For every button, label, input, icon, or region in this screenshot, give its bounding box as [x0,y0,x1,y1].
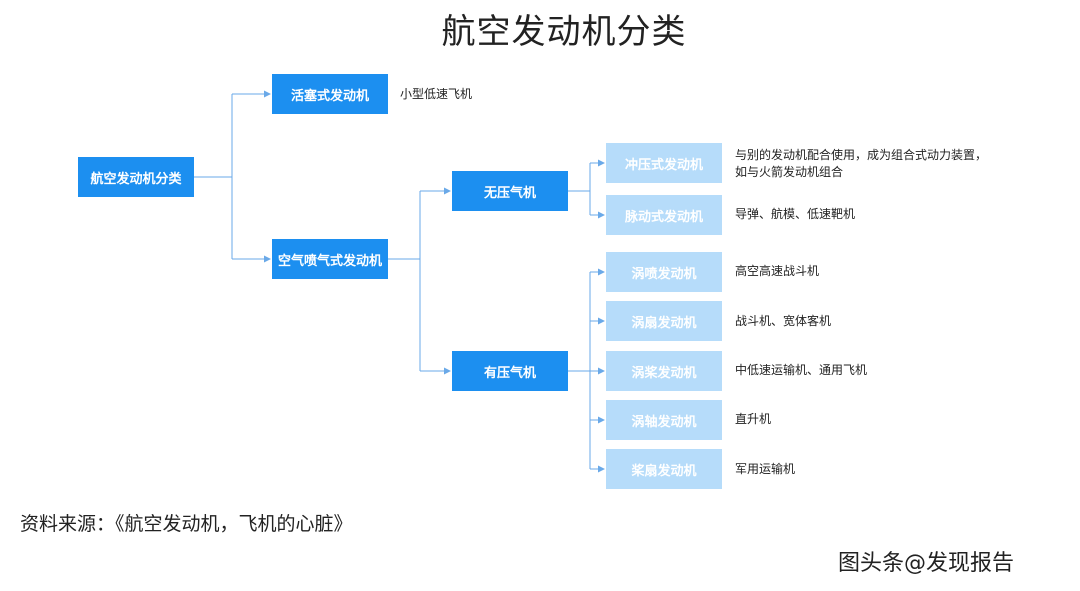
node-turbojet: 涡喷发动机 [606,252,722,292]
note-pulsejet: 导弹、航模、低速靶机 [735,207,856,221]
node-propfan: 桨扇发动机 [606,449,722,489]
note-piston-engine: 小型低速飞机 [400,87,473,101]
watermark: 图头条@发现报告 [838,551,1015,576]
source-citation: 资料来源：《航空发动机，飞机的心脏》 [20,513,353,535]
node-compressor: 有压气机 [452,351,568,391]
note-turbofan: 战斗机、宽体客机 [735,314,832,328]
note-ramjet-line1: 与别的发动机配合使用，成为组合式动力装置， [735,148,988,162]
note-propfan: 军用运输机 [735,462,796,476]
node-ramjet: 冲压式发动机 [606,143,722,183]
node-pulsejet: 脉动式发动机 [606,195,722,235]
node-turboprop: 涡桨发动机 [606,351,722,391]
note-turbojet: 高空高速战斗机 [735,264,820,278]
node-turboshaft: 涡轴发动机 [606,400,722,440]
node-root: 航空发动机分类 [78,157,194,197]
node-turbofan: 涡扇发动机 [606,301,722,341]
note-ramjet-line2: 如与火箭发动机组合 [735,165,844,179]
note-ramjet: 与别的发动机配合使用，成为组合式动力装置， 如与火箭发动机组合 [735,147,987,181]
diagram-title: 航空发动机分类 [441,12,687,52]
note-turboprop: 中低速运输机、通用飞机 [735,363,868,377]
node-airbreathing-engine: 空气喷气式发动机 [272,239,388,279]
node-piston-engine: 活塞式发动机 [272,74,388,114]
node-no-compressor: 无压气机 [452,171,568,211]
note-turboshaft: 直升机 [735,412,772,426]
